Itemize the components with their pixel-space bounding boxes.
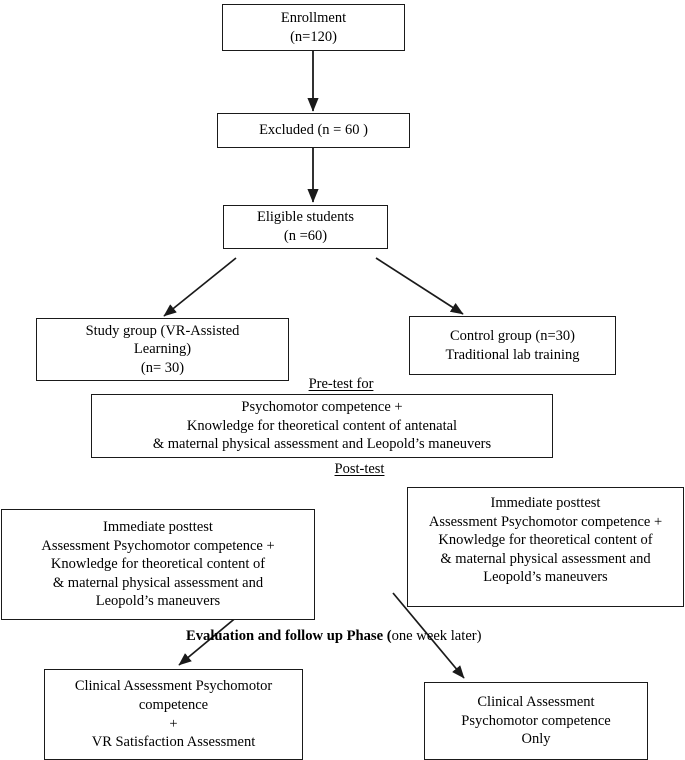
label-evaluation-phase: Evaluation and follow up Phase (one week… [186,628,482,645]
node-eligible-students-text: Eligible students (n =60) [256,209,355,244]
label-evaluation-phase-regular: one week later) [391,628,482,644]
node-study-group-text: Study group (VR-Assisted Learning) (n= 3… [85,322,240,376]
node-followup-control-group-text: Clinical Assessment Psychomotor competen… [461,694,611,748]
node-control-group[interactable]: Control group (n=30) Traditional lab tra… [409,316,616,375]
node-excluded[interactable]: Excluded (n = 60 ) [217,113,410,148]
connector-eligible-to-control-group [375,257,464,315]
node-posttest-control-group-text: Immediate posttest Assessment Psychomoto… [428,495,663,586]
label-pre-test-for-text: Pre-test for [308,376,374,392]
label-post-test-text: Post-test [334,461,385,477]
label-evaluation-phase-bold: Evaluation and follow up Phase ( [186,628,392,644]
label-pre-test-for: Pre-test for [286,376,396,393]
connector-eligible-to-study-group [163,257,237,317]
node-posttest-study-group[interactable]: Immediate posttest Assessment Psychomoto… [1,509,315,620]
node-followup-study-group-text: Clinical Assessment Psychomotor competen… [74,678,273,751]
node-pretest-assessment-text: Psychomotor competence + Knowledge for t… [152,399,492,453]
node-pretest-assessment[interactable]: Psychomotor competence + Knowledge for t… [91,394,553,458]
node-control-group-text: Control group (n=30) Traditional lab tra… [445,327,580,363]
node-excluded-text: Excluded (n = 60 ) [259,122,368,139]
node-posttest-control-group[interactable]: Immediate posttest Assessment Psychomoto… [407,487,684,607]
node-followup-control-group[interactable]: Clinical Assessment Psychomotor competen… [424,682,648,760]
node-study-group[interactable]: Study group (VR-Assisted Learning) (n= 3… [36,318,289,381]
label-post-test: Post-test [312,461,407,478]
node-posttest-study-group-text: Immediate posttest Assessment Psychomoto… [41,519,275,610]
node-enrollment[interactable]: Enrollment (n=120) [222,4,405,51]
node-followup-study-group[interactable]: Clinical Assessment Psychomotor competen… [44,669,303,760]
node-enrollment-text: Enrollment (n=120) [280,9,347,45]
node-eligible-students[interactable]: Eligible students (n =60) [223,205,388,249]
